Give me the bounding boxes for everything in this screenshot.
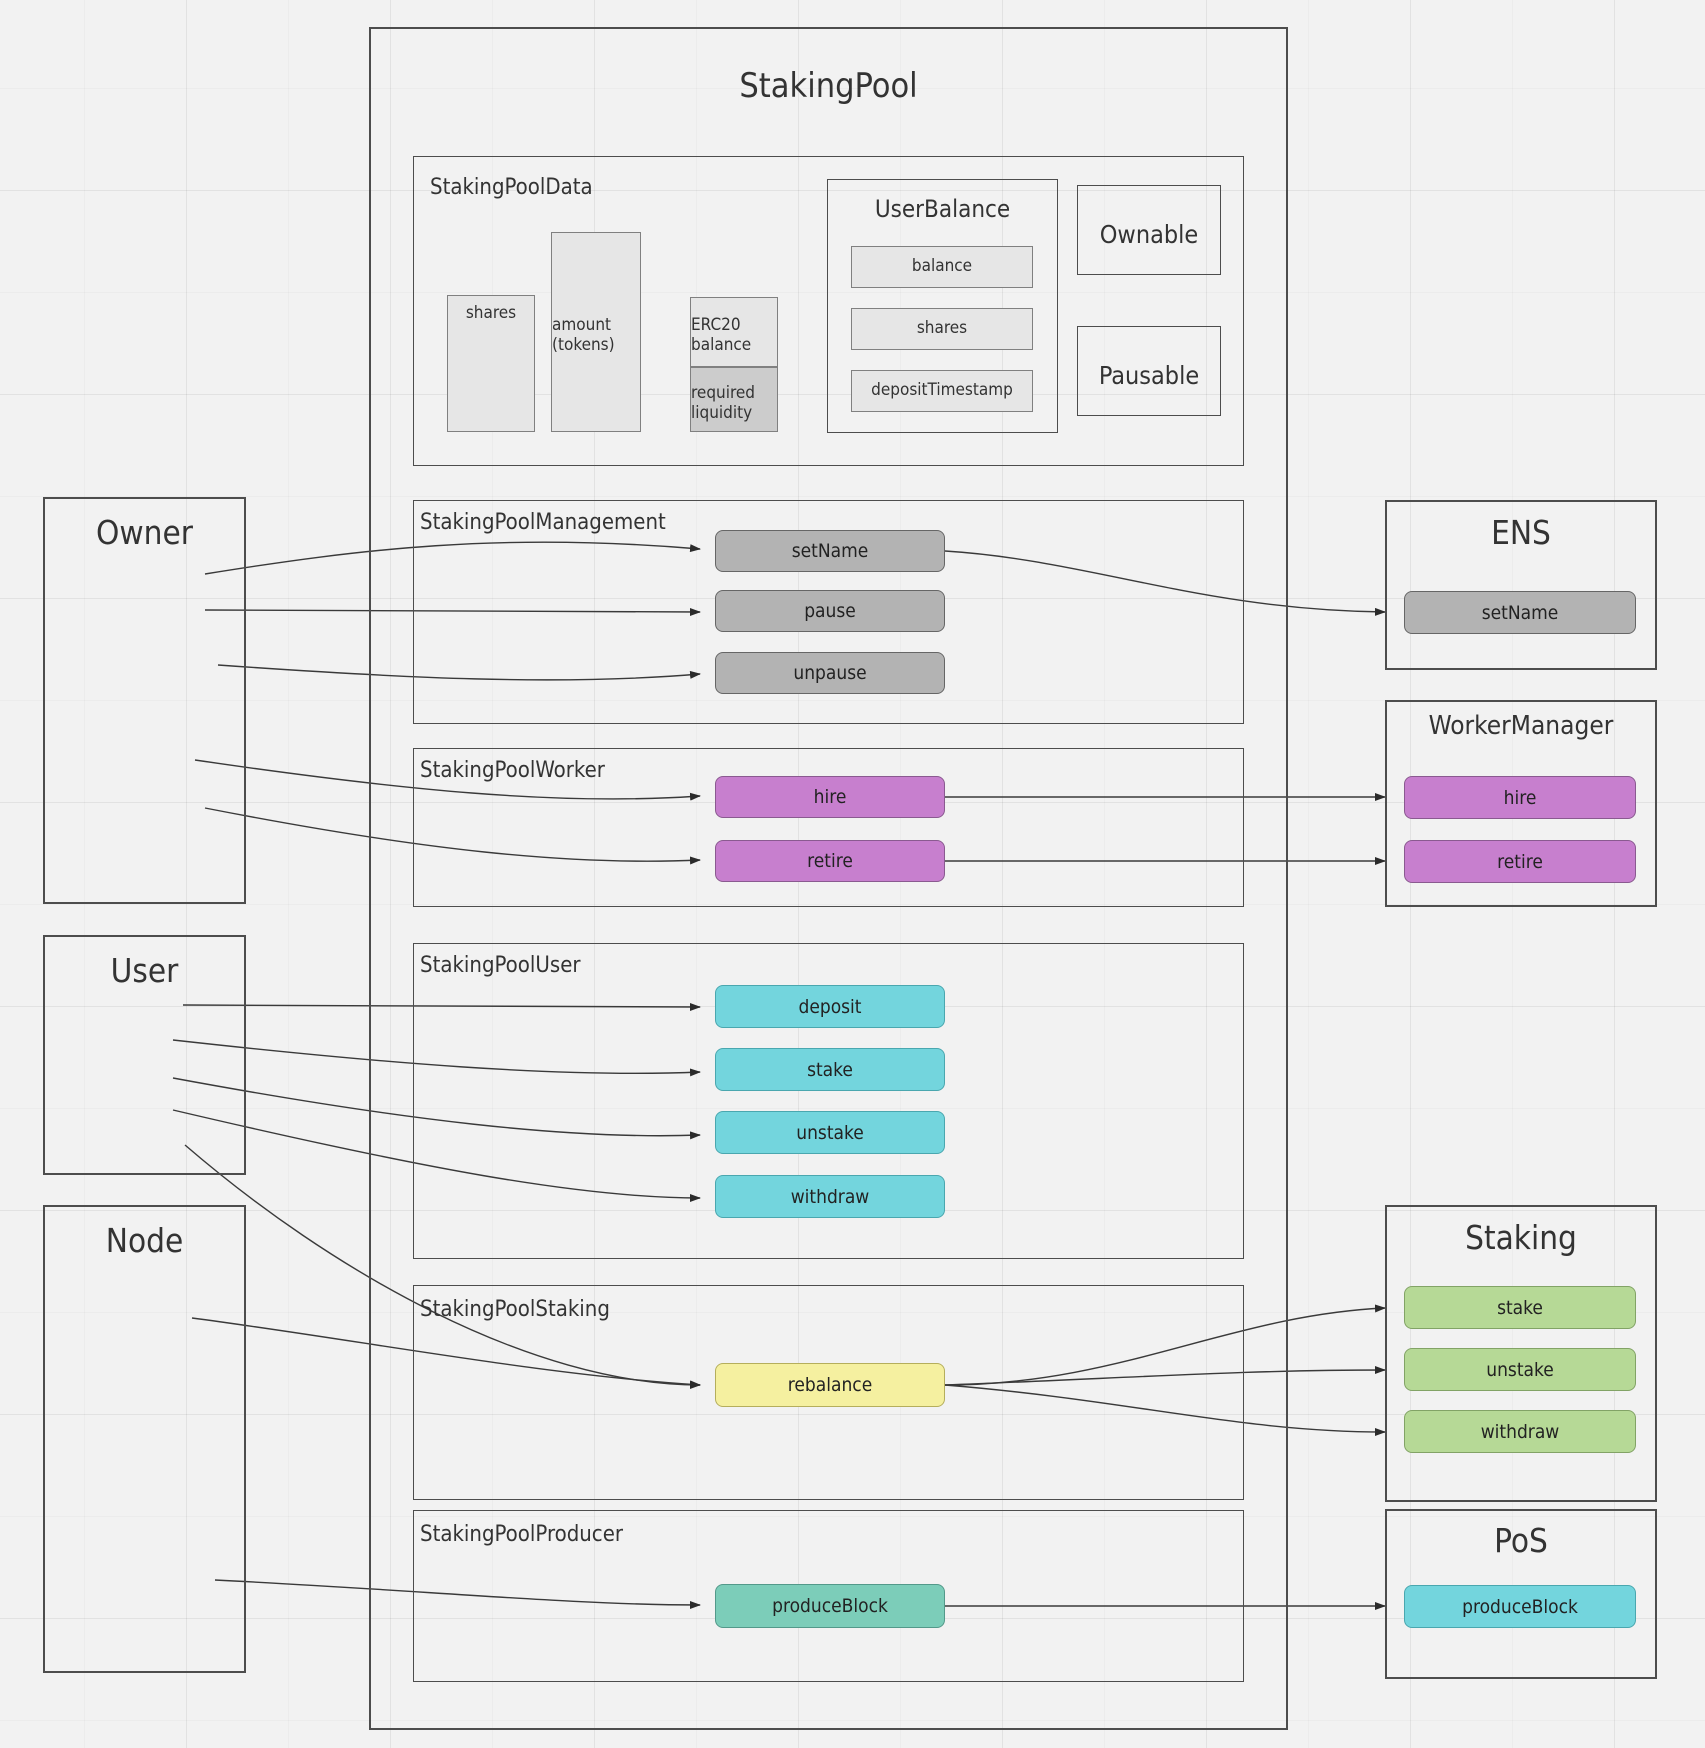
- data-bar-erc20-line2: balance: [691, 335, 752, 355]
- external-staking: [1385, 1205, 1657, 1502]
- function-hire-label: hire: [813, 786, 847, 808]
- actor-owner-label: Owner: [96, 513, 193, 552]
- actor-node-label: Node: [105, 1221, 184, 1260]
- userbalance-field-deposittimestamp-label: depositTimestamp: [871, 380, 1013, 401]
- function-stake[interactable]: stake: [715, 1048, 945, 1091]
- function-hire[interactable]: hire: [715, 776, 945, 818]
- page-title: StakingPool: [739, 66, 918, 106]
- userbalance-field-shares-label: shares: [916, 318, 968, 339]
- userbalance-title: UserBalance: [874, 195, 1011, 223]
- userbalance-field-balance-label: balance: [911, 256, 973, 277]
- external-workermanager-title: WorkerManager: [1428, 711, 1614, 741]
- external-function-wm-retire-label: retire: [1497, 850, 1543, 873]
- stakingpooldata-title: StakingPoolData: [430, 175, 593, 200]
- function-retire-label: retire: [807, 850, 853, 872]
- module-stakingpoolstaking: [413, 1285, 1244, 1500]
- external-pos-title: PoS: [1494, 1521, 1548, 1560]
- function-deposit[interactable]: deposit: [715, 985, 945, 1028]
- function-produceblock[interactable]: produceBlock: [715, 1584, 945, 1628]
- function-unstake[interactable]: unstake: [715, 1111, 945, 1154]
- external-function-pos-produceblock[interactable]: produceBlock: [1404, 1585, 1636, 1628]
- external-function-ens-setname-label: setName: [1481, 601, 1559, 624]
- data-bar-erc20-balance: ERC20 balance: [690, 297, 778, 367]
- actor-user[interactable]: [43, 935, 246, 1175]
- external-pos: [1385, 1509, 1657, 1679]
- stakingpool-container: [369, 27, 1288, 1730]
- data-bar-shares-label: shares: [465, 303, 517, 323]
- ownable-mixin: [1077, 185, 1221, 275]
- data-bar-amount: amount (tokens): [551, 232, 641, 432]
- external-function-wm-hire[interactable]: hire: [1404, 776, 1636, 819]
- function-produceblock-label: produceBlock: [772, 1595, 888, 1617]
- function-pause-label: pause: [804, 600, 856, 622]
- actor-user-label: User: [110, 951, 179, 990]
- data-bar-required-line2: liquidity: [691, 402, 753, 423]
- actor-node[interactable]: [43, 1205, 246, 1673]
- external-function-ens-setname[interactable]: setName: [1404, 591, 1636, 634]
- function-unstake-label: unstake: [796, 1121, 864, 1144]
- ownable-label: Ownable: [1099, 220, 1199, 249]
- external-function-staking-stake-label: stake: [1497, 1296, 1543, 1319]
- data-bar-shares: shares: [447, 295, 535, 432]
- function-rebalance-label: rebalance: [787, 1374, 873, 1396]
- function-deposit-label: deposit: [798, 995, 862, 1018]
- module-stakingpoolproducer-title: StakingPoolProducer: [420, 1522, 624, 1547]
- stakingpooldata-group: [413, 156, 1244, 466]
- module-stakingpoolproducer: [413, 1510, 1244, 1682]
- module-stakingpoolmanagement: [413, 500, 1244, 724]
- function-setname[interactable]: setName: [715, 530, 945, 572]
- data-bar-amount-line1: amount: [552, 315, 612, 336]
- userbalance-field-deposittimestamp: depositTimestamp: [851, 370, 1033, 412]
- function-unpause[interactable]: unpause: [715, 652, 945, 694]
- pausable-mixin: [1077, 326, 1221, 416]
- function-setname-label: setName: [791, 540, 869, 562]
- module-stakingpoolworker-title: StakingPoolWorker: [420, 758, 605, 783]
- function-stake-label: stake: [807, 1058, 853, 1081]
- module-stakingpoolworker: [413, 748, 1244, 907]
- actor-owner[interactable]: [43, 497, 246, 904]
- external-function-staking-withdraw[interactable]: withdraw: [1404, 1410, 1636, 1453]
- function-retire[interactable]: retire: [715, 840, 945, 882]
- function-pause[interactable]: pause: [715, 590, 945, 632]
- external-function-pos-produceblock-label: produceBlock: [1462, 1595, 1578, 1618]
- external-function-staking-stake[interactable]: stake: [1404, 1286, 1636, 1329]
- userbalance-field-shares: shares: [851, 308, 1033, 350]
- external-function-staking-unstake-label: unstake: [1486, 1358, 1554, 1381]
- external-function-wm-retire[interactable]: retire: [1404, 840, 1636, 883]
- external-ens: [1385, 500, 1657, 670]
- module-stakingpoolstaking-title: StakingPoolStaking: [420, 1297, 610, 1322]
- data-bar-amount-line2: (tokens): [552, 335, 615, 355]
- userbalance-field-balance: balance: [851, 246, 1033, 288]
- function-withdraw[interactable]: withdraw: [715, 1175, 945, 1218]
- function-rebalance[interactable]: rebalance: [715, 1363, 945, 1407]
- external-function-staking-unstake[interactable]: unstake: [1404, 1348, 1636, 1391]
- data-bar-erc20-line1: ERC20: [691, 315, 741, 336]
- pausable-label: Pausable: [1098, 361, 1200, 390]
- data-bar-required-line1: required: [691, 382, 756, 403]
- module-stakingpooluser-title: StakingPoolUser: [420, 953, 581, 978]
- function-withdraw-label: withdraw: [790, 1185, 870, 1208]
- external-ens-title: ENS: [1491, 513, 1551, 552]
- data-bar-required-liquidity: required liquidity: [690, 367, 778, 432]
- external-workermanager: [1385, 700, 1657, 907]
- external-function-wm-hire-label: hire: [1503, 786, 1537, 809]
- function-unpause-label: unpause: [793, 662, 867, 684]
- userbalance-group: [827, 179, 1058, 433]
- external-staking-title: Staking: [1465, 1218, 1577, 1257]
- external-function-staking-withdraw-label: withdraw: [1480, 1420, 1560, 1443]
- module-stakingpooluser: [413, 943, 1244, 1259]
- module-stakingpoolmanagement-title: StakingPoolManagement: [420, 510, 666, 535]
